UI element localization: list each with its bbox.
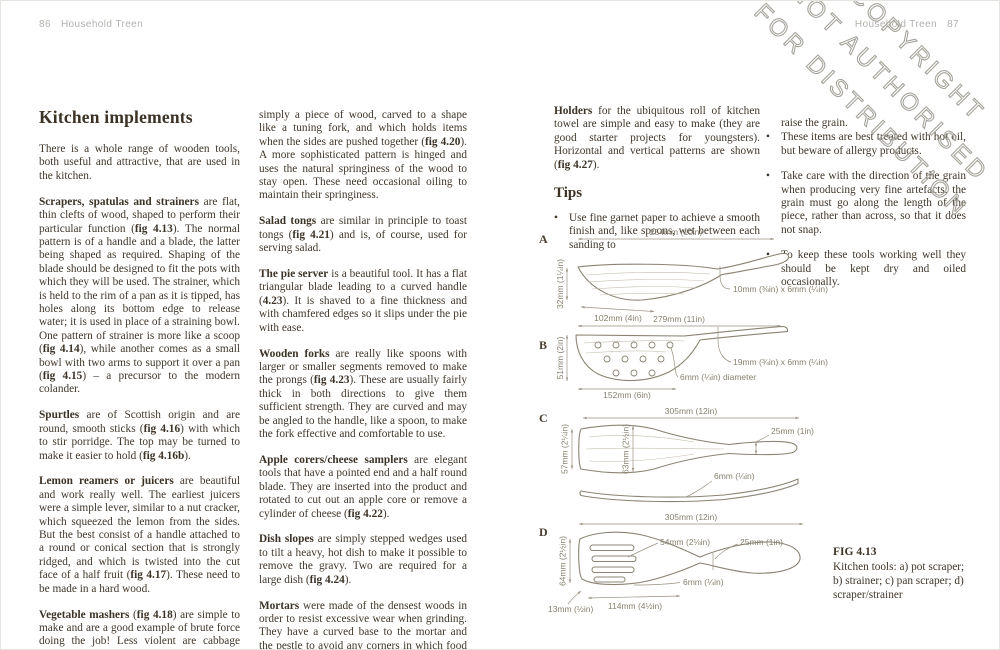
paragraph: Salad tongs are similar in principle to … (259, 215, 467, 255)
dim-label: 54mm (2⅛in) (660, 537, 710, 547)
figure-c-label: C (539, 411, 548, 425)
tip-item: • To keep these tools working well they s… (766, 249, 966, 289)
paragraph: Apple corers/cheese samplers are elegant… (259, 453, 467, 520)
bullet-marker: • (554, 212, 558, 225)
tips-list-1: • Use fine garnet paper to achieve a smoo… (554, 212, 760, 252)
figure-caption: FIG 4.13 Kitchen tools: a) pot scraper; … (833, 546, 975, 603)
figure-d-label: D (539, 525, 548, 539)
paragraph: Dish slopes are simply stepped wedges us… (259, 533, 468, 586)
figure-b: B 279mm (11in) 51mm (2in) 152mm (6in) 6m… (539, 314, 828, 400)
dim-label: 6mm (¼in) diameter (680, 372, 756, 382)
paragraph: Lemon reamers or juicers are beautiful a… (39, 475, 240, 595)
tips-heading: Tips (554, 185, 583, 202)
bullet-marker: • (766, 249, 770, 262)
left-col1-paragraphs: There is a whole range of wooden tools, … (39, 143, 240, 649)
tip-item: • Use fine garnet paper to achieve a smoo… (554, 212, 760, 252)
left-page-column-2: simply a piece of wood, carved to a shap… (259, 109, 468, 650)
paragraph: There is a whole range of wooden tools, … (39, 143, 240, 182)
paragraph: Spurtles are of Scottish origin and are … (39, 409, 240, 462)
figure-a: A 254mm (10in) 32mm (1¼in) 102mm (4in) 1… (539, 227, 828, 323)
paragraph: The pie server is a beautiful tool. It h… (259, 268, 467, 334)
running-title-left: Household Treen (60, 19, 144, 30)
tip-text: Use fine garnet paper to achieve a smoot… (569, 212, 760, 251)
tips-continuation: raise the grain. (781, 117, 848, 129)
dim-label: 25mm (1in) (740, 537, 783, 547)
dim-label: 254mm (10in) (650, 227, 703, 237)
paragraph: Vegetable mashers (fig 4.18) are simple … (39, 608, 240, 649)
page-title: Kitchen implements (39, 107, 193, 127)
dim-label: 114mm (4½in) (608, 601, 662, 611)
dim-label: 6mm (¼in) (683, 577, 724, 587)
tip-text: Take care with the direction of the grai… (781, 170, 966, 236)
holders-paragraph: Holders for the ubiquitous roll of kitch… (554, 105, 760, 172)
paragraph: Wooden forks are really like spoons with… (259, 347, 467, 441)
tip-item: • Take care with the direction of the gra… (766, 170, 966, 237)
dim-label: 51mm (2in) (555, 336, 565, 379)
running-header-left: 86 Household Treen (39, 19, 143, 30)
bullet-marker: • (766, 131, 770, 144)
dim-label: 305mm (12in) (665, 512, 718, 522)
dim-label: 32mm (1¼in) (555, 259, 565, 309)
dim-label: 6mm (¼in) (714, 471, 755, 481)
right-page-column-1: Holders for the ubiquitous roll of kitch… (554, 105, 760, 264)
left-page-column-1: Kitchen implements There is a whole rang… (39, 107, 240, 649)
figure-caption-title: FIG 4.13 (833, 546, 877, 558)
figures-panel: A 254mm (10in) 32mm (1¼in) 102mm (4in) 1… (539, 227, 828, 614)
left-col2-paragraphs: simply a piece of wood, carved to a shap… (259, 109, 468, 650)
bullet-marker: • (766, 170, 770, 183)
running-title-right: Household Treen (854, 19, 938, 30)
tip-item: • These items are best treated with hot o… (766, 131, 966, 158)
paragraph: Holders for the ubiquitous roll of kitch… (554, 105, 760, 171)
page-number-left: 86 (39, 19, 51, 30)
dim-label: 57mm (2¼in) (560, 424, 570, 474)
tip-text: To keep these tools working well they sh… (781, 249, 966, 289)
dim-label: 63mm (2½in) (621, 424, 631, 474)
figure-a-label: A (539, 232, 548, 246)
page-number-right: 87 (947, 19, 959, 30)
dim-label: 13mm (½in) (548, 604, 594, 614)
dim-label: 10mm (⅜in) x 6mm (¼in) (733, 284, 828, 294)
running-header-right: Household Treen 87 (855, 19, 959, 30)
figure-d: D 305mm (12in) 64mm (2½in) 54mm (2⅛in) 2… (539, 512, 803, 614)
dim-label: 19mm (¾in) x 6mm (¼in) (733, 357, 828, 367)
dim-label: 64mm (2½in) (558, 536, 568, 586)
dim-label: 279mm (11in) (653, 314, 705, 324)
paragraph: Mortars were made of the densest woods i… (259, 599, 467, 650)
figure-c: C 305mm (12in) 57mm (2¼in) 63mm (2½in) 2… (539, 406, 814, 503)
tip-text: These items are best treated with hot oi… (781, 131, 966, 157)
dim-label: 102mm (4in) (594, 313, 642, 323)
dim-label: 25mm (1in) (771, 426, 814, 436)
figure-b-label: B (539, 338, 547, 352)
dim-label: 152mm (6in) (603, 390, 651, 400)
tips-list-2: • These items are best treated with hot o… (766, 131, 966, 289)
paragraph: Scrapers, spatulas and strainers are fla… (39, 195, 240, 396)
paragraph: simply a piece of wood, carved to a shap… (259, 109, 467, 202)
right-page-column-2: raise the grain. • These items are best t… (766, 117, 966, 301)
figure-caption-text: Kitchen tools: a) pot scraper; b) strain… (833, 561, 965, 602)
dim-label: 305mm (12in) (665, 406, 718, 416)
